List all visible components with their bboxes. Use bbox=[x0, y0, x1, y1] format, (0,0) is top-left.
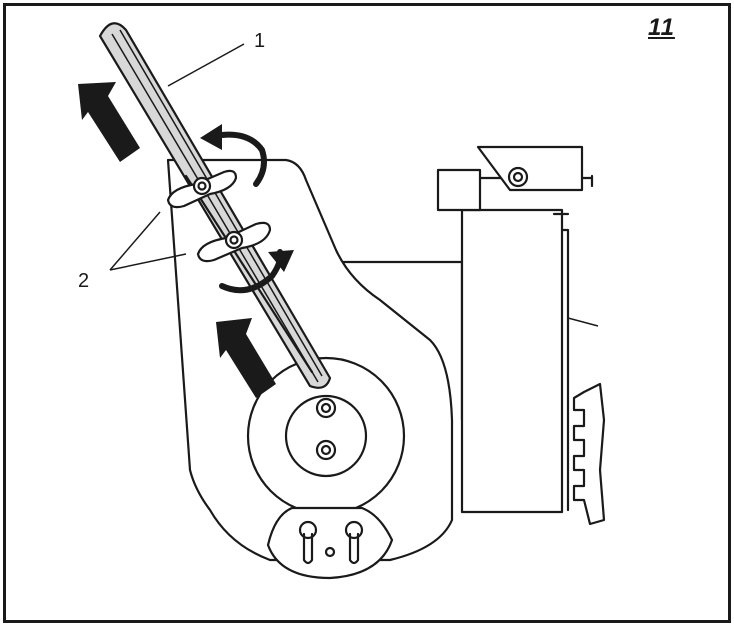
callout-2-leader bbox=[109, 211, 187, 271]
pull-arrow-lower bbox=[216, 318, 276, 398]
auger-housing bbox=[328, 145, 599, 514]
wing-nut-lower bbox=[196, 221, 272, 263]
wing-nut-upper bbox=[166, 169, 238, 209]
callout-1-leader bbox=[167, 43, 245, 87]
figure-number: 11 bbox=[648, 14, 675, 41]
toothed-wheel bbox=[572, 382, 606, 526]
callout-1-label: 1 bbox=[254, 30, 266, 52]
rotate-arrow-lower bbox=[219, 249, 294, 294]
figure-frame bbox=[3, 3, 731, 623]
adjustment-lever bbox=[98, 22, 332, 389]
mounting-bracket bbox=[266, 506, 394, 580]
rotate-arrow-upper bbox=[200, 124, 267, 187]
pull-arrow-upper bbox=[78, 82, 140, 162]
callout-2-label: 2 bbox=[78, 270, 90, 292]
